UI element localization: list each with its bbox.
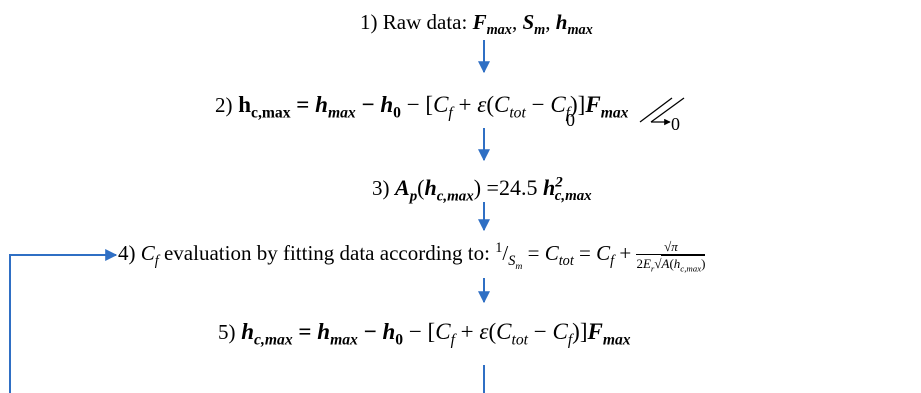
- compliance-fraction: √π 2Er√A(hc,max): [636, 239, 706, 274]
- step-3-area: 3) Ap(hc,max) =24.5 h2c,max: [372, 174, 592, 205]
- feedback-loop-arrow: [9, 249, 118, 393]
- zero-label-2: 0: [671, 114, 680, 134]
- step-5-number: 5): [218, 320, 236, 344]
- var-fmax: Fmax: [472, 10, 512, 39]
- var-sm: Sm: [522, 10, 546, 39]
- step-2-hcmax-initial: 2) hc,max = hmax − h0 − [Cf + ε(Ctot − C…: [215, 92, 629, 122]
- zero-label-1: 0: [566, 110, 575, 130]
- step-4-number: 4): [118, 240, 136, 265]
- step-1-label: Raw data:: [382, 10, 468, 34]
- cf-cancelled-2: Cf: [550, 92, 571, 122]
- area-constant: =24.5: [486, 175, 538, 200]
- step-1-raw-data: 1) Raw data: Fmax, Sm, hmax: [360, 10, 593, 39]
- step-4-cf-evaluation: 4) Cf evaluation by fitting data accordi…: [118, 239, 706, 274]
- cancel-stroke-3: [639, 97, 673, 123]
- step-1-number: 1): [360, 10, 378, 34]
- step-2-lhs: hc,max: [238, 92, 291, 122]
- step-3-number: 3): [372, 176, 390, 200]
- cf-cancelled-1: Cf: [433, 92, 453, 122]
- step-2-number: 2): [215, 93, 233, 117]
- step-5-hcmax-updated: 5) hc,max = hmax − h0 − [Cf + ε(Ctot − C…: [218, 319, 631, 349]
- step-4-text: evaluation by fitting data according to:: [163, 240, 490, 265]
- var-hmax: hmax: [555, 10, 593, 39]
- cancel-stroke-1: [650, 97, 685, 123]
